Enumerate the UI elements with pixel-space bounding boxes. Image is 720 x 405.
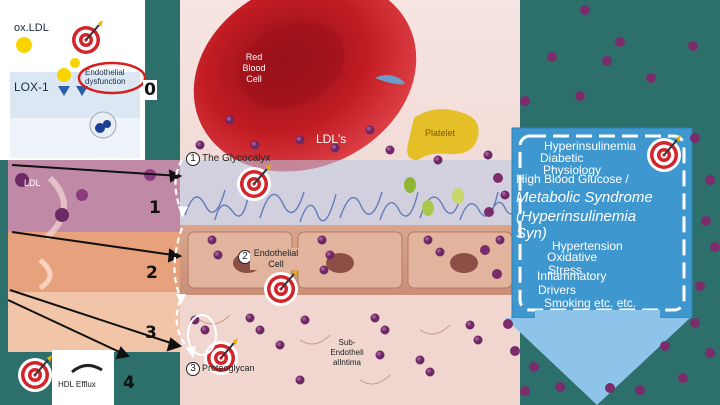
red-blood-cell-label: Red Blood Cell xyxy=(236,52,272,85)
driver-inflammatory: Inflammatory xyxy=(537,270,606,282)
sub-endothelium-label: Sub-Endotheli alIntima xyxy=(322,338,372,368)
step-4: 4 xyxy=(123,373,135,393)
lox1-label: LOX-1 xyxy=(14,80,49,94)
ldl-tag: LDL xyxy=(24,178,41,188)
step-0: 0 xyxy=(143,80,157,100)
driver-smoking: Smoking etc. etc. xyxy=(544,297,636,309)
driver-oxidative: Oxidative xyxy=(547,251,597,263)
ox-ldl-particle-icon xyxy=(16,37,32,53)
step-1: 1 xyxy=(149,198,161,218)
arrow-down-icon xyxy=(505,310,690,405)
driver-hyperinsulinemia-syn: (Hyperinsulinemia xyxy=(516,209,636,224)
step-3: 3 xyxy=(145,323,157,343)
glycocalyx-text: The Glycocalyx xyxy=(202,153,270,164)
target-icon xyxy=(18,355,52,392)
driver-metabolic-syndrome: Metabolic Syndrome xyxy=(516,190,653,205)
marker-3: 3 xyxy=(186,362,200,376)
hdl-efflux-label: HDL Efflux xyxy=(58,380,96,389)
driver-high-glucose: High Blood Glucose / xyxy=(516,173,629,185)
driver-drivers: Drivers xyxy=(538,284,576,296)
step-2: 2 xyxy=(146,263,158,283)
ox-ldl-label: ox.LDL xyxy=(14,22,49,34)
driver-syn: Syn) xyxy=(516,226,547,241)
endothelial-dysfunction-label: Endothelial dysfunction xyxy=(85,68,135,86)
ldls-label: LDL's xyxy=(316,132,346,146)
hdl-efflux-inset xyxy=(52,350,114,405)
marker-1: 1 xyxy=(186,152,200,166)
platelet-label: Platelet xyxy=(425,128,455,138)
proteoglycan-text: Proteoglycan xyxy=(202,363,255,373)
endothelial-cell-text: Endothelial Cell xyxy=(250,248,302,270)
